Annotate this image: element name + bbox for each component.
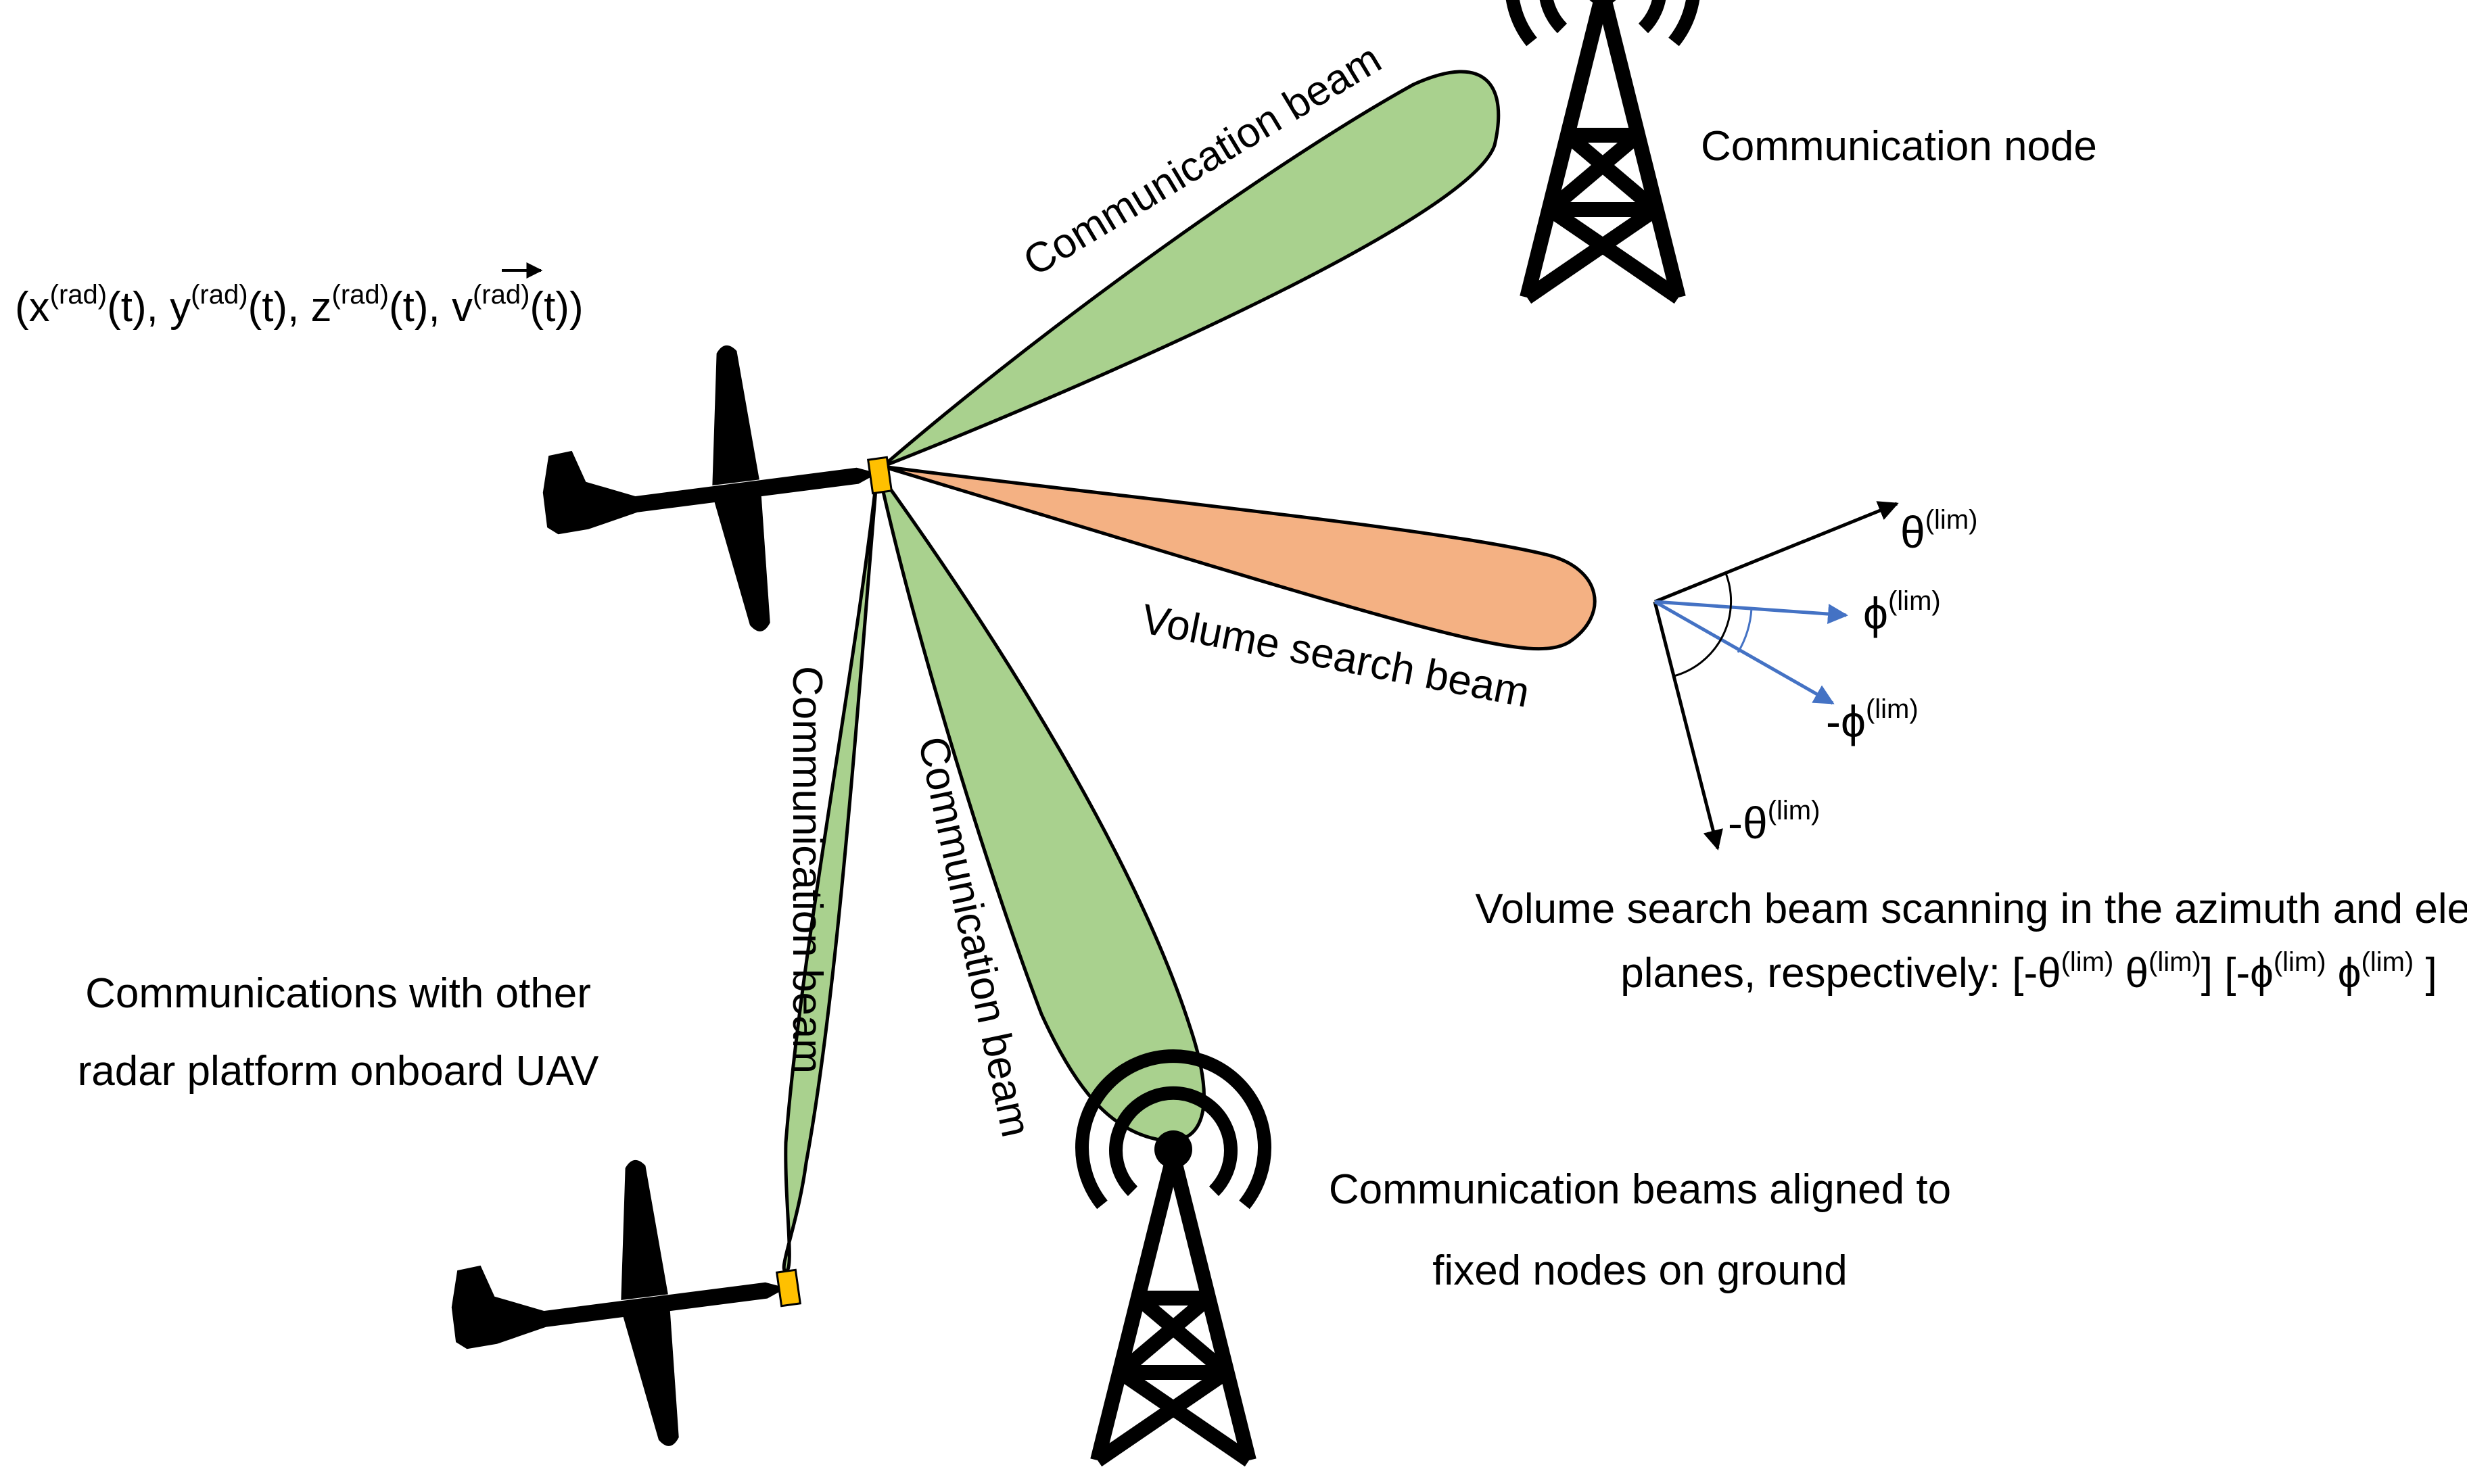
ground-nodes-label-line2: fixed nodes on ground (1432, 1247, 1848, 1294)
volume-search-beam (882, 464, 1597, 651)
communication-beam-upper (881, 70, 1501, 469)
beam-label-vertical: Communication beam (784, 666, 830, 1074)
phi-axis-negative (1653, 600, 1835, 705)
neg-theta-limit-label: -θ(lim) (1728, 796, 1820, 848)
theta-axis-positive (1654, 501, 1899, 604)
scan-description-line1: Volume search beam scanning in the azimu… (1475, 886, 2467, 932)
radio-tower-icon (1511, 0, 1694, 297)
state-vector-label: (x(rad)(t), y(rad)(t), z(rad)(t), v(rad)… (15, 280, 584, 331)
phi-limit-label: ϕ(lim) (1863, 586, 1941, 638)
communication-beam-lower (877, 472, 1206, 1143)
antenna-patch-icon (866, 456, 893, 495)
antenna-patch-icon (775, 1268, 802, 1308)
neg-phi-limit-label: -ϕ(lim) (1826, 694, 1919, 746)
theta-limit-label: θ(lim) (1900, 505, 1977, 557)
theta-axis-negative (1653, 601, 1723, 851)
uav-icon (527, 329, 895, 656)
other-uav-label-line1: Communications with other (85, 970, 591, 1017)
uav-icon (436, 1143, 804, 1470)
scan-limits-axes (1653, 501, 1899, 851)
scan-description-line2: planes, respectively: [-θ(lim) θ(lim)] [… (1620, 947, 2437, 997)
other-uav-label-line2: radar platform onboard UAV (78, 1048, 599, 1095)
ground-nodes-label-line1: Communication beams aligned to (1329, 1166, 1951, 1213)
communication-node-label: Communication node (1701, 123, 2097, 170)
